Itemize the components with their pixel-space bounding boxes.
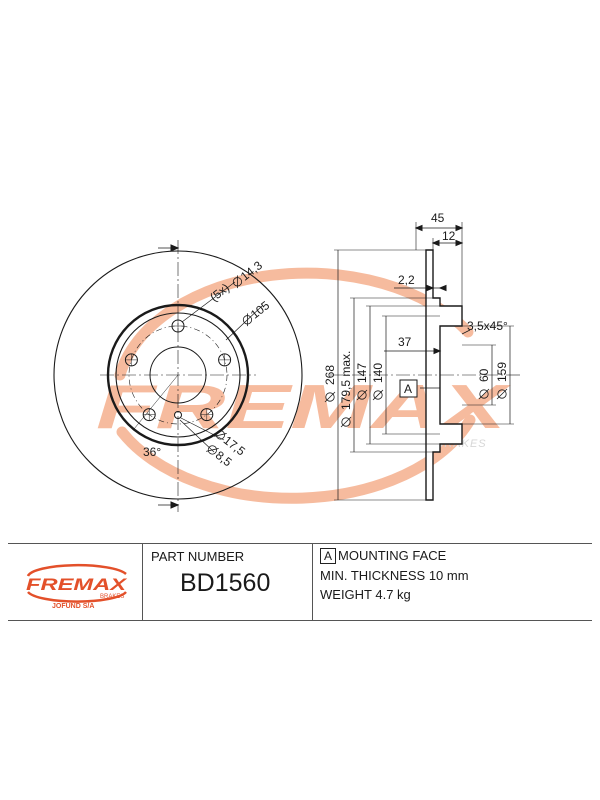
diameter-symbol <box>207 445 218 455</box>
arrow <box>455 239 464 247</box>
diameter-symbol <box>357 390 367 400</box>
logo-brand: FREMAX <box>26 575 128 594</box>
spec-weight: WEIGHT 4.7 kg <box>320 587 411 602</box>
arrow <box>426 284 435 292</box>
dia-147: 147 <box>355 363 369 383</box>
diameter-symbol <box>341 417 351 427</box>
diameter-symbol <box>373 390 383 400</box>
front-view <box>53 240 303 512</box>
arrow <box>414 224 423 232</box>
disc-section <box>425 249 463 501</box>
chamfer-label: 3,5x45° <box>467 319 508 333</box>
title-block-divider <box>312 543 313 621</box>
dia-268: 268 <box>323 365 337 385</box>
technical-drawing: FREMAX BRAKES <box>53 211 520 512</box>
angle-ray <box>133 374 179 430</box>
logo-company: JOFUND S/A <box>52 603 94 610</box>
watermark-arc-bottom <box>116 414 476 504</box>
diameter-slash <box>247 313 248 327</box>
dia-1795: 179,5 max. <box>339 351 353 410</box>
side-view-labels: 45 12 2,2 37 3,5x45° A 268 179,5 max. 14… <box>323 211 509 428</box>
spec-min-thickness: MIN. THICKNESS 10 mm <box>320 568 469 583</box>
side-view <box>330 222 520 501</box>
arrow <box>455 224 464 232</box>
diameter-slash <box>340 416 352 428</box>
mounting-face-marker: A <box>320 548 336 564</box>
part-number: BD1560 <box>180 569 271 597</box>
diameter-symbol <box>215 430 226 440</box>
offset-37: 37 <box>398 335 412 349</box>
dia-60: 60 <box>477 368 491 382</box>
diameter-slash <box>478 388 490 400</box>
diameter-slash <box>237 275 238 289</box>
logo-arc-bottom <box>27 591 127 603</box>
diameter-slash <box>214 433 227 437</box>
dia-140: 140 <box>371 363 385 383</box>
top-arrow-head <box>170 244 180 252</box>
part-number-label: PART NUMBER <box>151 549 245 564</box>
leader-pcd <box>225 305 263 341</box>
bottom-arrow-head <box>170 501 180 509</box>
diameter-symbol <box>325 392 335 402</box>
logo-sub: BRAKES <box>100 594 124 600</box>
mounting-face-text: MOUNTING FACE <box>338 548 447 563</box>
width-12: 12 <box>442 229 456 243</box>
arrow <box>438 284 447 292</box>
footer-logo: FREMAX BRAKES JOFUND S/A <box>22 562 132 610</box>
diameter-slash <box>356 389 368 401</box>
small-hole <box>174 411 182 419</box>
leader-hole-b <box>179 419 215 453</box>
title-block <box>8 543 592 621</box>
mounting-face-box <box>399 379 418 398</box>
arrow <box>431 239 440 247</box>
dia-159: 159 <box>495 362 509 382</box>
width-45: 45 <box>431 211 445 225</box>
watermark-arc-top <box>114 267 474 381</box>
diameter-symbol <box>497 389 507 399</box>
diameter-slash <box>206 448 219 452</box>
logo-arc-top <box>26 563 127 577</box>
title-block-divider <box>142 543 143 621</box>
diameter-symbol <box>242 315 253 325</box>
angle-arc <box>133 428 179 446</box>
pcd-label: 105 <box>242 298 273 327</box>
bolt-hole-crosses <box>125 320 231 421</box>
leader-chamfer <box>461 329 471 335</box>
diameter-symbol <box>232 277 243 287</box>
diameter-slash <box>324 391 336 403</box>
arrow <box>433 347 442 355</box>
mounting-face-marker: A <box>404 382 412 396</box>
thickness-22: 2,2 <box>398 273 415 287</box>
diameter-symbols <box>324 388 508 428</box>
diameter-slash <box>372 389 384 401</box>
angle-label: 36° <box>143 445 161 459</box>
diameter-slash <box>496 388 508 400</box>
diameter-symbol <box>479 389 489 399</box>
fremax-logo: FREMAX BRAKES JOFUND S/A <box>26 563 128 610</box>
leader-bolt-dia <box>181 281 236 323</box>
leader-hole-a <box>180 417 225 441</box>
